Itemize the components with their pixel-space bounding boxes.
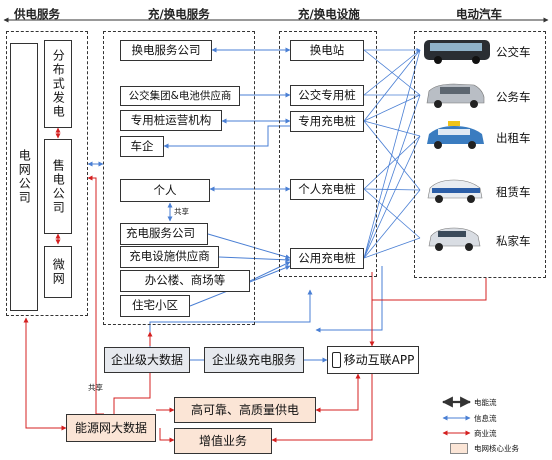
dedicated-pile-operator-box: 专用桩运营机构 [120,110,222,131]
vehicle-label-bus: 公交车 [496,45,531,59]
header-power-supply: 供电服务 [14,7,60,21]
office-mall-box: 办公楼、商场等 [120,270,250,292]
vehicle-label-private: 私家车 [496,234,531,248]
service-group [103,31,255,325]
bus-group-battery-box: 公交集团&电池供应商 [120,86,240,106]
power-supply-group [6,31,88,316]
header-electric-vehicle: 电动汽车 [456,7,502,21]
private-car-icon [428,227,481,251]
swap-service-company-box: 换电服务公司 [120,40,212,61]
legend-info-flow: 信息流 [474,414,497,423]
distributed-generation-box: 分布式发电 [44,40,72,128]
header-charge-swap-service: 充/换电服务 [148,7,210,21]
vehicle-label-van: 公务车 [496,90,531,104]
facility-group [279,31,377,277]
phone-icon [331,352,341,368]
mobile-app-label: 移动互联APP [343,352,415,367]
legend-energy-flow: 电能流 [474,398,497,407]
legend-core-swatch [450,443,468,454]
charging-facility-supplier-box: 充电设施供应商 [120,246,219,268]
dedicated-pile-box: 专用充电桩 [290,111,364,132]
individual-box: 个人 [120,179,210,202]
car-company-box: 车企 [120,136,164,157]
header-charge-swap-facility: 充/换电设施 [298,7,360,21]
bus-icon [424,40,490,64]
microgrid-box: 微网 [44,246,72,298]
charging-service-company-box: 充电服务公司 [120,223,208,245]
legend-glyphs [441,396,472,436]
vehicle-label-taxi: 出租车 [496,131,531,145]
mobile-app-box: 移动互联APP [327,346,419,374]
bus-pile-box: 公交专用桩 [290,85,364,106]
share-label-individual: 共享 [174,207,189,216]
sales-company-box: 售电公司 [44,139,72,234]
energy-big-data-box: 能源网大数据 [66,414,156,442]
swap-station-box: 换电站 [290,40,364,61]
rental-car-icon [427,179,483,203]
grid-company-box: 电网公司 [10,43,38,311]
public-pile-box: 公用充电桩 [290,248,364,269]
van-icon [426,83,485,108]
share-label-bigdata: 共享 [88,383,103,392]
enterprise-big-data-box: 企业级大数据 [104,347,190,373]
personal-pile-box: 个人充电桩 [290,179,364,200]
residential-box: 住宅小区 [120,295,190,317]
legend-core-business: 电网核心业务 [474,444,519,453]
facility-vehicle-lines [363,48,421,259]
vehicle-label-rental: 租赁车 [496,185,531,199]
value-added-box: 增值业务 [174,428,272,454]
taxi-icon [427,121,484,149]
enterprise-charging-service-box: 企业级充电服务 [204,347,304,373]
legend-business-flow: 商业流 [474,429,497,438]
high-quality-supply-box: 高可靠、高质量供电 [174,397,316,423]
vehicle-group [414,31,546,278]
